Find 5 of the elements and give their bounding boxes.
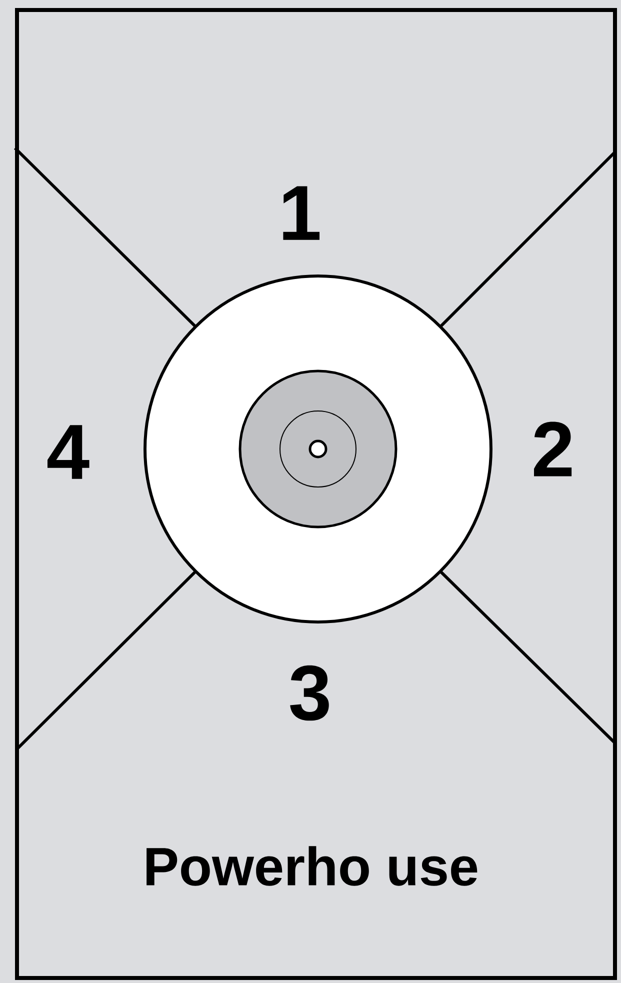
section-number: 3 <box>290 665 329 721</box>
section-number: 1 <box>283 186 320 240</box>
section-number: 4 <box>47 425 90 479</box>
caption-text: Powerho use <box>146 846 478 886</box>
section-number: 2 <box>534 422 572 476</box>
